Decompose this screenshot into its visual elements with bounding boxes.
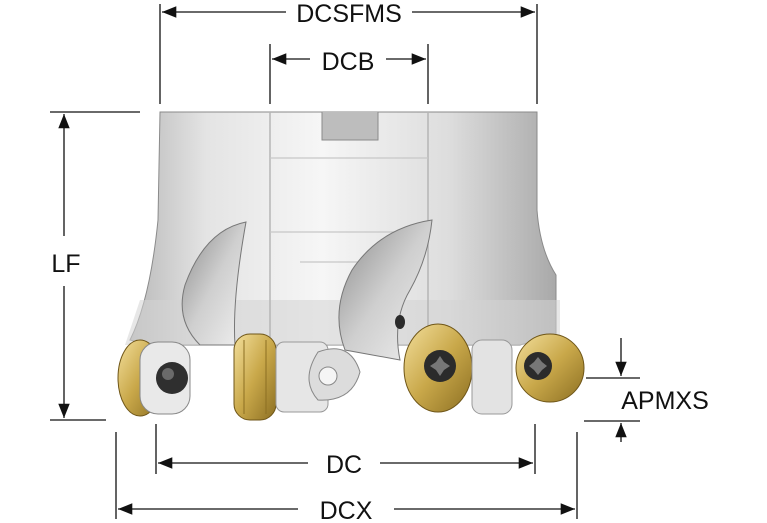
keyway-slot: [321, 112, 379, 141]
label-apmxs: APMXS: [621, 387, 709, 415]
dimension-lf: LF: [50, 111, 140, 421]
insert-left: [117, 339, 191, 417]
dimension-dcx: DCX: [115, 432, 578, 523]
label-dcsfms: DCSFMS: [296, 0, 402, 28]
dimension-dc: DC: [155, 424, 536, 479]
insert-right: [515, 333, 585, 403]
chip-flute-left: [181, 221, 247, 346]
label-dc: DC: [326, 451, 362, 479]
flute-hole: [395, 315, 405, 329]
label-dcb: DCB: [322, 48, 375, 76]
dimension-apmxs: APMXS: [584, 338, 709, 442]
dimension-dcb: DCB: [269, 44, 429, 104]
clamp-center: [308, 348, 361, 401]
label-dcx: DCX: [320, 497, 373, 523]
dimension-dcsfms: DCSFMS: [159, 0, 538, 104]
chip-flute-center: [338, 219, 433, 361]
insert-center-right: [403, 323, 513, 415]
label-lf: LF: [51, 250, 80, 278]
